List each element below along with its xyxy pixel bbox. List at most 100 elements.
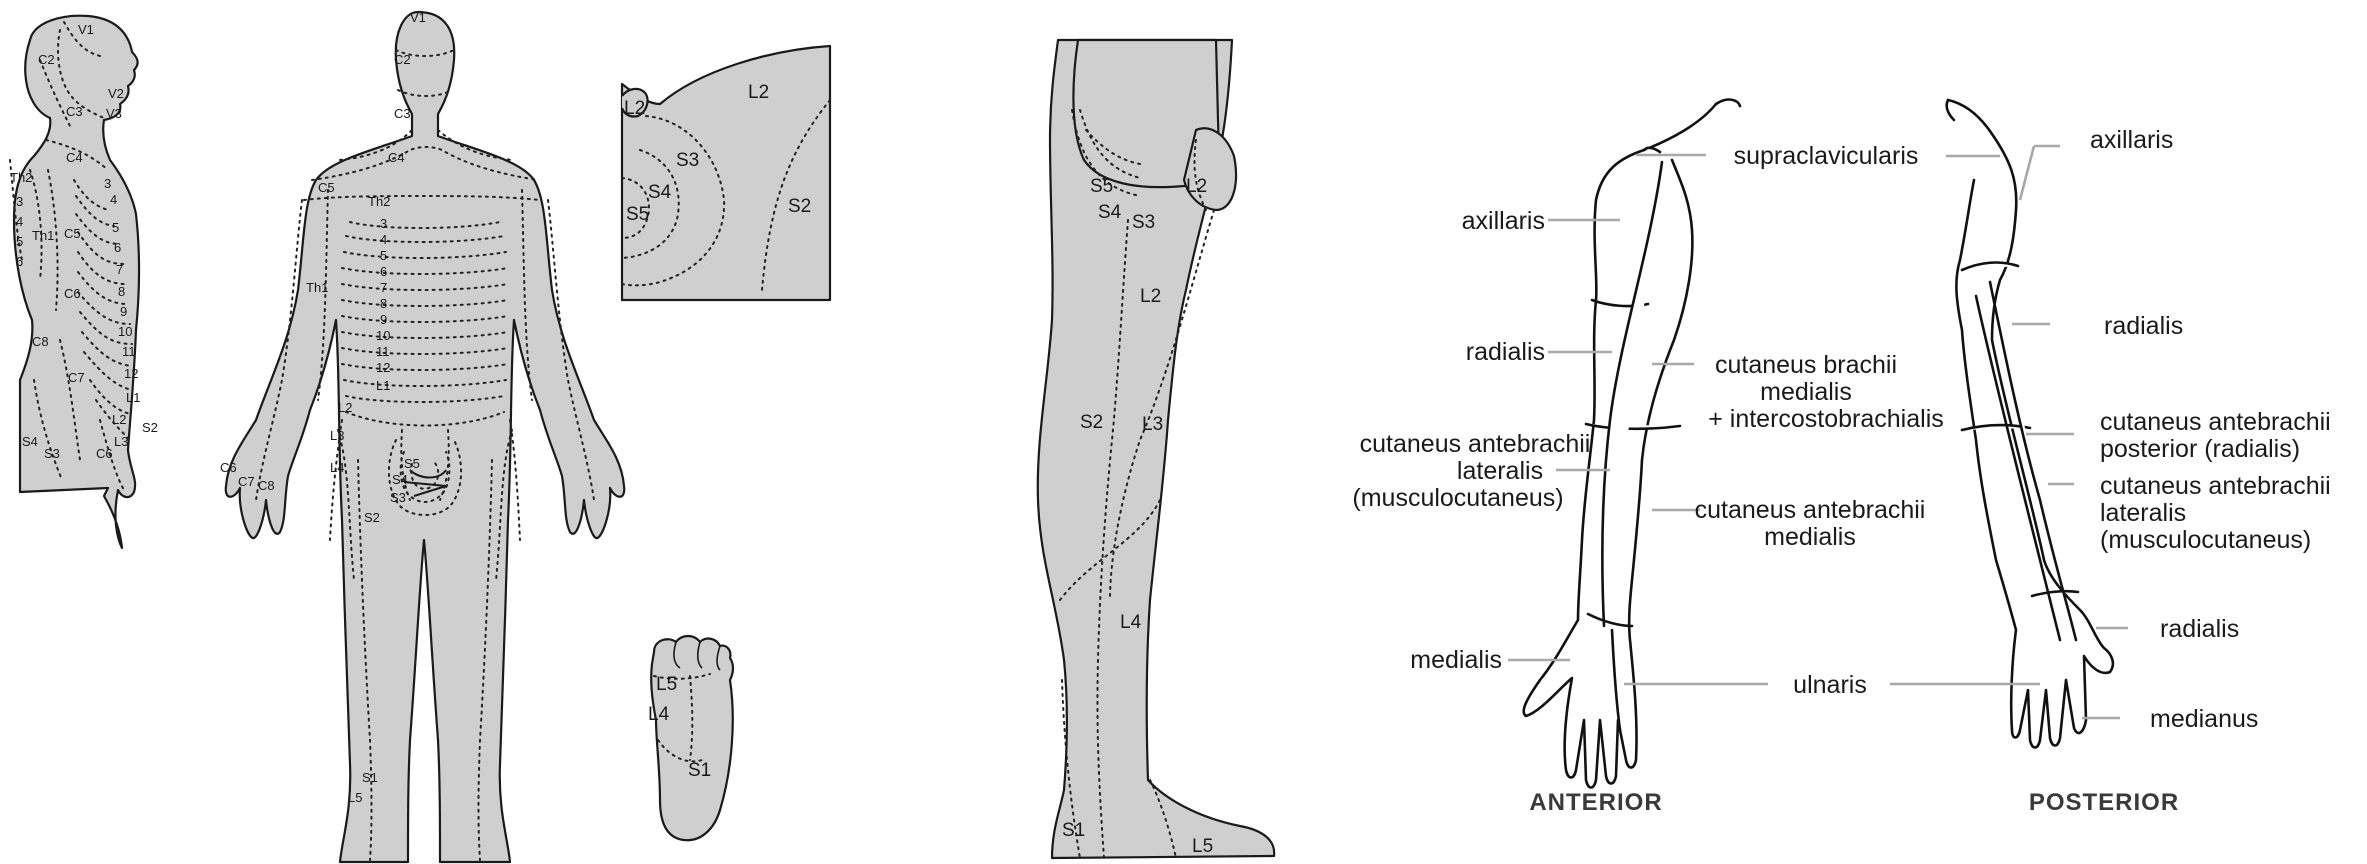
- dermatome-label: Th1: [306, 280, 328, 295]
- dermatome-label: 9: [120, 304, 127, 319]
- dermatome-label: C2: [38, 52, 55, 67]
- dermatome-label: 3: [380, 216, 387, 231]
- nerve-label-medianus: medianus: [2150, 705, 2258, 733]
- anterior-caption: ANTERIOR: [1529, 789, 1662, 816]
- dermatome-label: L2: [1186, 176, 1207, 197]
- nerve-label-radialis-posterior: radialis: [2104, 312, 2183, 340]
- dermatome-label: 4: [380, 232, 387, 247]
- dermatome-label: 10: [118, 324, 132, 339]
- dermatome-label: 5: [380, 248, 387, 263]
- dermatome-label: L3: [330, 428, 344, 443]
- dermatome-label: C7: [68, 370, 85, 385]
- nerve-label-axillaris-posterior: axillaris: [2090, 126, 2173, 154]
- nerve-label-ulnaris: ulnaris: [1793, 671, 1867, 699]
- dermatome-label: V2: [108, 86, 124, 101]
- dermatome-label: V1: [410, 10, 426, 25]
- dermatome-label: S5: [626, 204, 649, 225]
- dermatome-label: S3: [44, 446, 60, 461]
- dermatome-label: S5: [1090, 176, 1113, 197]
- dermatome-label: 3: [104, 176, 111, 191]
- dermatome-label: S1: [688, 760, 711, 781]
- dermatome-label: S4: [648, 182, 672, 203]
- dermatome-label: 12: [124, 366, 138, 381]
- dermatome-label: S2: [1080, 412, 1103, 433]
- dermatome-label: 7: [116, 262, 123, 277]
- dermatome-label: L1: [126, 390, 140, 405]
- back-body-figure: V1 C2 C3 C4 C5 Th2 3 4 5 6 7 8 9 10 11 1…: [220, 10, 624, 862]
- nerve-label-medialis-brachii: medialis: [1760, 378, 1852, 406]
- perineum-silhouette: [622, 46, 830, 300]
- dermatome-label: L3: [114, 434, 128, 449]
- dermatome-label: 12: [376, 360, 390, 375]
- dermatome-label: 5: [16, 234, 23, 249]
- dermatome-label: 6: [16, 254, 23, 269]
- dermatome-label: 6: [380, 264, 387, 279]
- nerve-label-radialis-anterior: radialis: [1466, 338, 1545, 366]
- dermatome-label: 8: [380, 296, 387, 311]
- dermatome-label: C8: [258, 478, 275, 493]
- dermatome-label: 5: [112, 220, 119, 235]
- dermatome-label: 7: [380, 280, 387, 295]
- dermatome-label: 8: [118, 284, 125, 299]
- posterior-arm-labels: axillaris radialis cutaneus antebrachii …: [2090, 126, 2331, 733]
- nerve-label-supraclavicularis: supraclavicularis: [1734, 142, 1919, 170]
- posterior-arm-outline: [1948, 100, 2113, 748]
- nerve-label-musculocutaneus-posterior: (musculocutaneus): [2100, 526, 2311, 554]
- nerve-label-cutaneus-brachii: cutaneus brachii: [1715, 351, 1897, 379]
- nerve-label-cutaneus-antebrachii-anterior: cutaneus antebrachii: [1360, 430, 1591, 458]
- dermatome-label: L4: [648, 704, 670, 725]
- posterior-arm-figure: axillaris radialis cutaneus antebrachii …: [1890, 100, 2331, 816]
- dermatome-label: 4: [16, 214, 23, 229]
- dermatome-label: L4: [1120, 612, 1142, 633]
- dermatome-label: L5: [1192, 836, 1213, 857]
- dermatome-label: L5: [656, 674, 677, 695]
- leg-figure: S5 S4 S3 L2 S2 L3 L4 S1 L5 L2: [1038, 40, 1274, 858]
- dermatome-label: L2: [338, 400, 352, 415]
- dermatome-label: C6: [220, 460, 237, 475]
- dermatome-label: 3: [16, 194, 23, 209]
- dermatome-label: C2: [394, 52, 411, 67]
- dermatome-label: S1: [1062, 820, 1085, 841]
- dermatome-label: S4: [392, 472, 408, 487]
- dermatome-label: C3: [66, 104, 83, 119]
- dermatome-label: Th1: [32, 228, 54, 243]
- dermatome-label: C5: [64, 226, 81, 241]
- dermatome-label: 4: [110, 192, 117, 207]
- nerve-label-intercostobrachialis: + intercostobrachialis: [1708, 405, 1944, 433]
- arm-center-labels: supraclavicularis cutaneus brachii media…: [1695, 142, 1944, 699]
- dermatome-label: S2: [364, 510, 380, 525]
- dermatome-label: L5: [348, 790, 362, 805]
- leg-l2-label: L2: [1140, 286, 1161, 307]
- dermatome-label: C4: [388, 150, 405, 165]
- dermatome-label: S4: [22, 434, 38, 449]
- dermatome-label: C4: [66, 150, 83, 165]
- dermatome-label: 11: [122, 344, 136, 359]
- dermatome-label: L3: [1142, 414, 1163, 435]
- dermatome-label: L4: [330, 460, 344, 475]
- anterior-arm-labels: axillaris radialis cutaneus antebrachii …: [1352, 207, 1590, 674]
- dermatome-label: L2: [112, 412, 126, 427]
- back-body-silhouette: [226, 12, 625, 862]
- nerve-label-cutaneus-antebrachii-medialis: cutaneus antebrachii: [1695, 496, 1926, 524]
- dermatome-label: 6: [114, 240, 121, 255]
- dermatome-label: S4: [1098, 202, 1122, 223]
- dermatome-label: L2: [624, 98, 645, 119]
- dermatome-label: C6: [64, 286, 81, 301]
- dermatome-label: V3: [106, 106, 122, 121]
- nerve-label-lateralis-posterior: lateralis: [2100, 499, 2186, 527]
- dermatome-label: S3: [1132, 212, 1155, 233]
- dermatome-label: S1: [362, 770, 378, 785]
- perineum-figure: L2 S3 S4 S5 S2 L2: [622, 46, 830, 300]
- dermatome-label: Th2: [10, 170, 32, 185]
- nerve-label-posterior-radialis: posterior (radialis): [2100, 435, 2300, 463]
- nerve-label-musculocutaneus-anterior: (musculocutaneus): [1352, 484, 1563, 512]
- nerve-label-cutaneus-antebrachii-posterior: cutaneus antebrachii: [2100, 408, 2331, 436]
- dermatome-label: 10: [376, 328, 390, 343]
- dermatome-label: S2: [142, 420, 158, 435]
- nerve-label-medialis-antebrachii: medialis: [1764, 523, 1856, 551]
- nerve-label-medialis-anterior: medialis: [1410, 646, 1502, 674]
- foot-figure: L5 L4 S1: [648, 636, 733, 840]
- nerve-label-cutaneus-antebrachii-lateralis-posterior: cutaneus antebrachii: [2100, 472, 2331, 500]
- dermatome-label: 9: [380, 312, 387, 327]
